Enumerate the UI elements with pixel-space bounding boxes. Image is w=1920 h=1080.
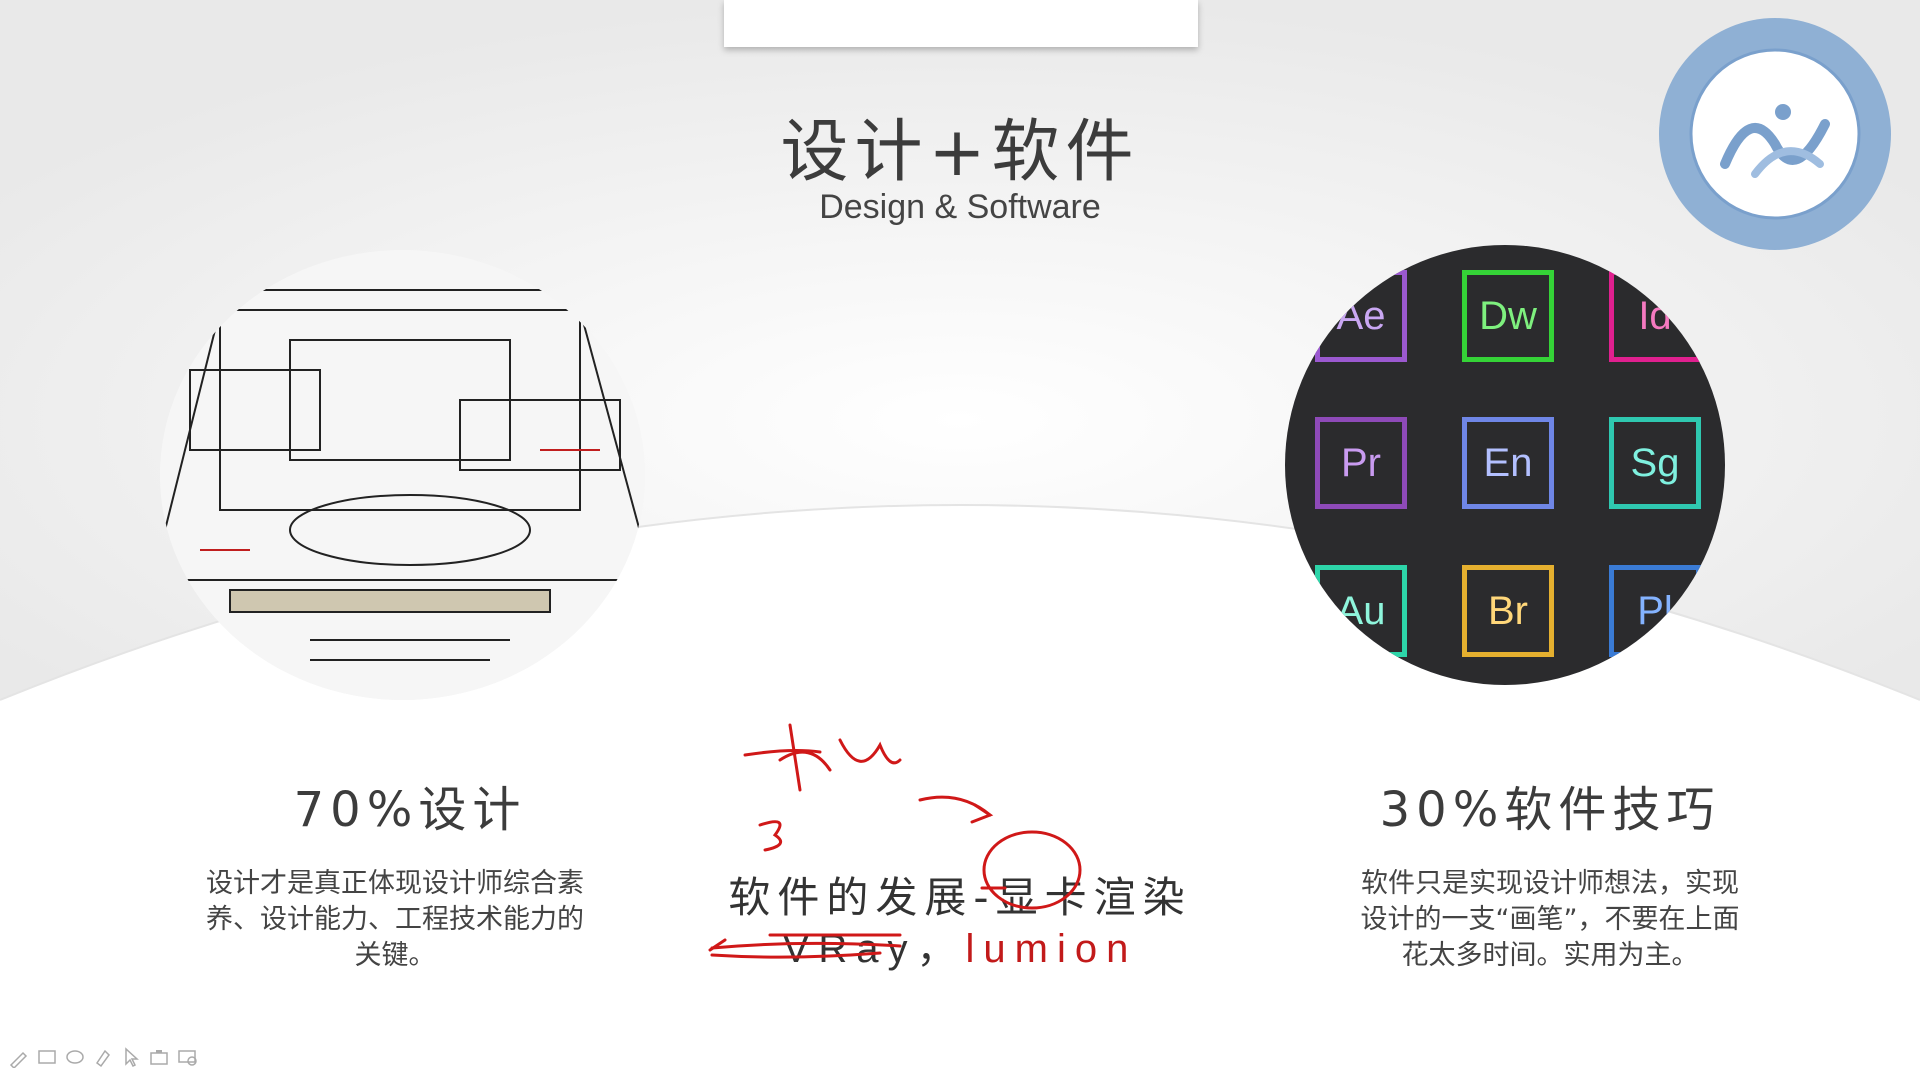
left-column: 70%设计 [200, 770, 620, 840]
app-tile: Dw [1462, 270, 1554, 362]
adobe-apps-image: Ae Dw Id Pr En Sg Au Br Pl [1285, 245, 1725, 685]
app-tile: Br [1462, 565, 1554, 657]
interior-sketch-image [160, 250, 645, 700]
app-tile: Au [1315, 565, 1407, 657]
app-tile: Id [1609, 270, 1701, 362]
left-body-line: 设计才是真正体现设计师综合素 [206, 868, 584, 899]
app-tile: En [1462, 417, 1554, 509]
center-line-1: 软件的发展-显卡渲染 [728, 873, 1192, 922]
right-column: 30%软件技巧 [1340, 770, 1760, 840]
top-bar [724, 0, 1198, 47]
slide-title: 设计+软件 [780, 113, 1140, 192]
app-tile: Ae [1315, 270, 1407, 362]
right-body-line: 花太多时间。实用为主。 [1401, 940, 1699, 971]
highlighter-icon[interactable] [92, 1046, 114, 1068]
left-body: 设计才是真正体现设计师综合素 养、设计能力、工程技术能力的 关键。 [185, 866, 605, 974]
image-icon[interactable] [36, 1046, 58, 1068]
app-tile: Pr [1315, 417, 1407, 509]
app-tile: Sg [1609, 417, 1701, 509]
slide-subtitle: Design & Software [819, 188, 1101, 226]
right-body-line: 软件只是实现设计师想法，实现 [1361, 868, 1739, 899]
left-heading: 70%设计 [293, 782, 527, 838]
center-line-2-a: VRay， [782, 927, 966, 971]
screen-icon[interactable] [176, 1046, 198, 1068]
right-body-line: 设计的一支“画笔”，不要在上面 [1360, 904, 1740, 935]
eraser-icon[interactable] [64, 1046, 86, 1068]
annotation-toolbar [8, 1046, 198, 1068]
center-line-2: VRay，lumion [0, 916, 1920, 974]
school-logo [1659, 18, 1891, 250]
left-body-line: 养、设计能力、工程技术能力的 [206, 904, 584, 935]
app-tile: Pl [1609, 565, 1701, 657]
right-heading: 30%软件技巧 [1379, 782, 1721, 838]
right-body: 软件只是实现设计师想法，实现 设计的一支“画笔”，不要在上面 花太多时间。实用为… [1340, 866, 1760, 974]
left-body-line: 关键。 [354, 940, 436, 971]
pointer-icon[interactable] [120, 1046, 142, 1068]
camera-icon[interactable] [148, 1046, 170, 1068]
pen-icon[interactable] [8, 1046, 30, 1068]
center-line-2-b: lumion [965, 927, 1138, 971]
